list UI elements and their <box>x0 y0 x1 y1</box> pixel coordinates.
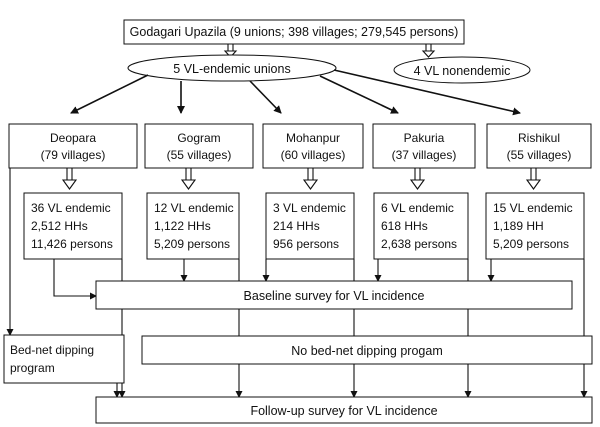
union-name: Mohanpur <box>286 131 340 145</box>
endemic-box-gogram: 12 VL endemic 1,122 HHs 5,209 persons <box>146 192 240 260</box>
union-hollow-arrows <box>61 168 542 190</box>
baseline-survey-box: Baseline survey for VL incidence <box>95 280 573 310</box>
union-box-deopara: Deopara (79 villages) <box>8 123 138 169</box>
no-bednet-label: No bed-net dipping progam <box>291 344 443 358</box>
bednet-line2: program <box>10 361 55 375</box>
endemic-box-mohanpur: 3 VL endemic 214 HHs 956 persons <box>265 192 355 260</box>
baseline-label: Baseline survey for VL incidence <box>244 289 425 303</box>
union-villages: (60 villages) <box>281 148 346 162</box>
upazila-label: Godagari Upazila (9 unions; 398 villages… <box>130 25 459 39</box>
no-bednet-box: No bed-net dipping progam <box>141 335 593 365</box>
union-box-rishikul: Rishikul (55 villages) <box>486 123 592 169</box>
endemic-hhs: 1,122 HHs <box>154 219 211 233</box>
endemic-count: 3 VL endemic <box>273 201 346 215</box>
endemic-box-deopara: 36 VL endemic 2,512 HHs 11,426 persons <box>23 192 123 260</box>
endemic-persons: 5,209 persons <box>154 237 230 251</box>
union-villages: (55 villages) <box>167 148 232 162</box>
to-followup-arrows <box>113 364 472 398</box>
union-name: Pakuria <box>404 131 445 145</box>
endemic-persons: 11,426 persons <box>31 237 113 251</box>
endemic-count: 36 VL endemic <box>31 201 111 215</box>
endemic-persons: 956 persons <box>273 237 339 251</box>
endemic-persons: 2,638 persons <box>381 237 457 251</box>
union-box-mohanpur: Mohanpur (60 villages) <box>262 123 364 169</box>
union-name: Deopara <box>50 131 96 145</box>
union-name: Rishikul <box>518 131 560 145</box>
endemic-hhs: 2,512 HHs <box>31 219 88 233</box>
union-villages: (55 villages) <box>507 148 572 162</box>
top-hollow-arrows <box>223 44 436 58</box>
endemic-hhs: 214 HHs <box>273 219 320 233</box>
endemic-box-pakuria: 6 VL endemic 618 HHs 2,638 persons <box>373 192 469 260</box>
followup-label: Follow-up survey for VL incidence <box>250 404 437 418</box>
endemic-unions-label: 5 VL-endemic unions <box>173 62 290 76</box>
endemic-unions-ellipse: 5 VL-endemic unions <box>127 54 337 82</box>
endemic-hhs: 1,189 HH <box>493 219 544 233</box>
endemic-hhs: 618 HHs <box>381 219 428 233</box>
endemic-count: 15 VL endemic <box>493 201 573 215</box>
union-villages: (79 villages) <box>41 148 106 162</box>
union-box-pakuria: Pakuria (37 villages) <box>372 123 476 169</box>
baseline-to-nobednet-lines <box>238 309 469 336</box>
endemic-to-baseline-connectors <box>53 259 495 300</box>
endemic-count: 6 VL endemic <box>381 201 454 215</box>
bednet-line1: Bed-net dipping <box>10 343 94 357</box>
union-box-gogram: Gogram (55 villages) <box>144 123 254 169</box>
endemic-count: 12 VL endemic <box>154 201 234 215</box>
vertical-through-lines <box>118 259 588 398</box>
endemic-persons: 5,209 persons <box>493 237 569 251</box>
upazila-box: Godagari Upazila (9 unions; 398 villages… <box>123 19 465 45</box>
endemic-box-rishikul: 15 VL endemic 1,189 HH 5,209 persons <box>485 192 585 260</box>
ellipse-to-union-arrows <box>70 69 521 116</box>
nonendemic-label: 4 VL nonendemic <box>414 64 511 78</box>
bednet-box: Bed-net dipping program <box>3 334 125 384</box>
nonendemic-ellipse: 4 VL nonendemic <box>393 56 531 84</box>
union-villages: (37 villages) <box>392 148 457 162</box>
followup-survey-box: Follow-up survey for VL incidence <box>95 396 593 424</box>
union-name: Gogram <box>177 131 220 145</box>
